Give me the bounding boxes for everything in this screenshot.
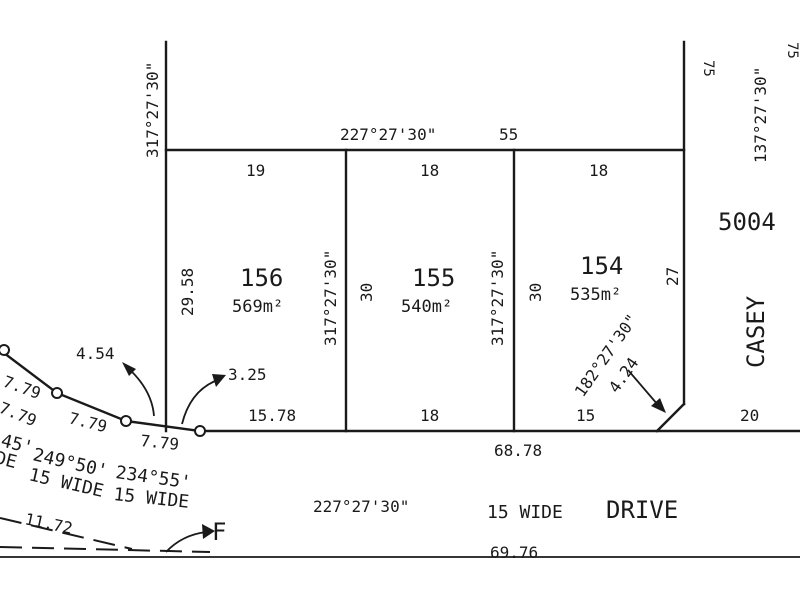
bearing-divider-155-156: 317°27'30" xyxy=(321,250,340,346)
arrow-f-head xyxy=(202,524,215,539)
road-name-drive: DRIVE xyxy=(606,496,678,524)
curved-road xyxy=(0,344,211,553)
dim-top-lot-155: 18 xyxy=(420,161,439,180)
survey-mark-1 xyxy=(0,344,10,356)
lot-area: 540m² xyxy=(401,297,452,317)
dim-top-lot-154: 18 xyxy=(589,161,608,180)
lot-number: 154 xyxy=(580,252,623,280)
lot-area: 569m² xyxy=(232,297,283,317)
bearing-right-road: 137°27'30" xyxy=(751,67,770,163)
dim-divider-155-156: 30 xyxy=(357,283,376,302)
dim-curve-arc-4: 7.79 xyxy=(0,398,39,430)
dim-top-total: 55 xyxy=(499,125,518,144)
lot-number: 156 xyxy=(240,264,283,292)
arrow-f xyxy=(165,531,207,553)
dim-right-side-154: 27 xyxy=(663,267,682,286)
edge-fragment-1: 75 xyxy=(700,60,716,77)
bearing-divider-154-155: 317°27'30" xyxy=(488,250,507,346)
edge-fragment-2: 75 xyxy=(784,42,800,59)
survey-mark-4 xyxy=(194,425,206,437)
dim-front-total: 68.78 xyxy=(494,441,542,460)
survey-mark-3 xyxy=(120,415,132,427)
lot-number: 155 xyxy=(412,264,455,292)
dim-left-side: 29.58 xyxy=(178,268,197,316)
arrow-3-25-head xyxy=(212,374,226,387)
lot-155: 155 540m² xyxy=(401,264,455,317)
dim-front-lot-154: 15 xyxy=(576,406,595,425)
bearing-road-front: 227°27'30" xyxy=(313,497,409,516)
dim-top-lot-156: 19 xyxy=(246,161,265,180)
dim-callout-right: 3.25 xyxy=(228,365,267,384)
dim-divider-154-155: 30 xyxy=(526,283,545,302)
arrow-4-54 xyxy=(127,367,155,417)
arrow-truncation xyxy=(627,369,659,406)
dim-road-opposite: 69.76 xyxy=(490,543,538,562)
arrow-4-54-head xyxy=(122,362,136,376)
lot-154: 154 535m² xyxy=(570,252,623,305)
dim-front-lot-155: 18 xyxy=(420,406,439,425)
truncation-line xyxy=(655,402,686,433)
curve-fragment-de: DE xyxy=(0,447,19,473)
road-name-casey: CASEY xyxy=(742,295,770,368)
parcel-5004-label: 5004 xyxy=(718,208,776,236)
boundary-lines xyxy=(0,40,800,558)
bearing-top-boundary: 227°27'30" xyxy=(340,125,436,144)
lot-156: 156 569m² xyxy=(232,264,283,317)
road-width-drive: 15 WIDE xyxy=(487,502,563,523)
arrow-truncation-head xyxy=(651,398,666,413)
dim-callout-left: 4.54 xyxy=(76,344,115,363)
survey-mark-2 xyxy=(51,387,63,399)
lower-dashed-line xyxy=(0,517,133,550)
arrow-3-25 xyxy=(181,380,216,425)
dim-curve-arc-3: 7.79 xyxy=(140,431,180,454)
bearing-left-vertical: 317°27'30" xyxy=(143,62,162,158)
dim-lower-left-segment: 11.72 xyxy=(23,509,74,538)
leader-arrows xyxy=(122,362,666,553)
lower-dashed-line-2 xyxy=(0,546,211,553)
dim-front-lot-156: 15.78 xyxy=(248,406,296,425)
marker-f: F xyxy=(212,518,226,546)
dim-road-right-frontage: 20 xyxy=(740,406,759,425)
curve-boundary-line xyxy=(0,348,202,433)
lot-area: 535m² xyxy=(570,285,621,305)
